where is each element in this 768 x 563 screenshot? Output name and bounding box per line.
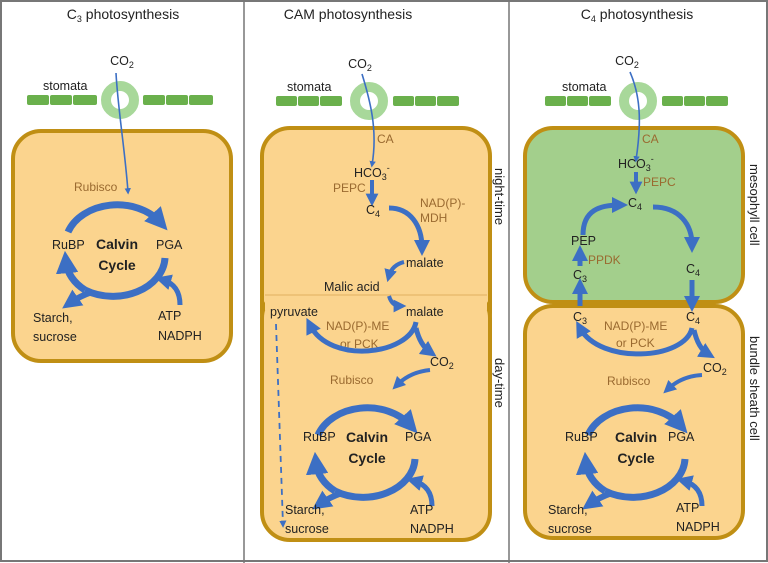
rubp-label: RuBP (52, 238, 85, 252)
night-time-label: night-time (492, 168, 507, 225)
ca-label: CA (377, 132, 394, 146)
acid-to-malate-arrow (387, 295, 407, 313)
panel-title-c3: C3 photosynthesis (67, 6, 179, 24)
nadp-mdh-label-1: NAD(P)- (420, 196, 465, 210)
rubisco-label: Rubisco (607, 374, 651, 388)
co2-to-rubisco-arrow (663, 373, 703, 394)
calvin-cycle-arrows (55, 201, 183, 309)
calvin-label: Calvin (346, 429, 388, 445)
c4-to-c4-arrow (652, 204, 700, 253)
co2-label: CO2 (110, 54, 134, 70)
c4-bs-label: C4 (686, 310, 700, 326)
co2-bs-label: CO2 (703, 361, 727, 377)
rubisco-label: Rubisco (330, 373, 374, 387)
co2-day-label: CO2 (430, 355, 454, 371)
stomata-icon (27, 81, 213, 119)
stomata-label: stomata (43, 79, 88, 93)
co2-arrow (361, 73, 376, 168)
stomata-label: stomata (287, 80, 332, 94)
panel-c4: C4 photosynthesis CO2 stomata CA HCO3- P… (523, 6, 762, 540)
calvin-label: Calvin (615, 429, 657, 445)
cycle-label: Cycle (98, 257, 136, 273)
panel-title-c4: C4 photosynthesis (581, 6, 693, 24)
sucrose-label: sucrose (33, 330, 77, 344)
pga-label: PGA (156, 238, 183, 252)
c4-top-label: C4 (628, 196, 642, 212)
rubp-label: RuBP (303, 430, 336, 444)
calvin-label: Calvin (96, 236, 138, 252)
pyruvate-label: pyruvate (270, 305, 318, 319)
pep-label: PEP (571, 234, 596, 248)
malic-acid-label: Malic acid (324, 280, 380, 294)
sucrose-label: sucrose (548, 522, 592, 536)
atp-label: ATP (676, 501, 699, 515)
decarboxylation-arrow (306, 317, 419, 354)
me-label-2: or PCK (616, 336, 655, 350)
nadp-mdh-label-2: MDH (420, 211, 447, 225)
hco3-label: HCO3- (618, 154, 654, 173)
pepc-label: PEPC (643, 175, 676, 189)
nadph-label: NADPH (676, 520, 720, 534)
rubp-label: RuBP (565, 430, 598, 444)
mesophyll-cell-label: mesophyll cell (747, 164, 762, 246)
pga-label: PGA (405, 430, 432, 444)
calvin-cycle-arrows (575, 404, 705, 510)
co2-to-rubisco-arrow (392, 368, 431, 390)
c4-label: C4 (366, 203, 380, 219)
stomata-icon (276, 82, 459, 120)
rubisco-label: Rubisco (74, 180, 118, 194)
co2-arrow (629, 71, 641, 163)
hco3-label: HCO3- (354, 163, 390, 182)
decarboxylation-arrow (576, 320, 695, 357)
calvin-cycle-arrows (305, 404, 435, 510)
ppdk-label: PPDK (588, 253, 621, 267)
pyruvate-to-starch-arrow (275, 323, 287, 528)
panel-cam: CAM photosynthesis CO2 stomata CA HCO3- … (260, 6, 507, 542)
starch-label: Starch, (548, 503, 588, 517)
co2-arrow (115, 72, 131, 195)
cycle-label: Cycle (617, 450, 655, 466)
stomata-label: stomata (562, 80, 607, 94)
mesophyll-cell (523, 126, 745, 304)
starch-label: Starch, (285, 503, 325, 517)
me-label-2: or PCK (340, 337, 379, 351)
pep-to-c4-arrow (580, 197, 628, 236)
malate-to-acid-arrow (384, 260, 405, 283)
mdh-arrow (388, 205, 430, 256)
panel-c3: C3 photosynthesis CO2 stomata Rubisco Ru… (11, 6, 233, 363)
malate-day-label: malate (406, 305, 444, 319)
pepc-label: PEPC (333, 181, 366, 195)
starch-label: Starch, (33, 311, 73, 325)
me-label-1: NAD(P)-ME (604, 319, 667, 333)
co2-label: CO2 (615, 54, 639, 70)
c4-meso-label: C4 (686, 262, 700, 278)
stomata-icon (545, 82, 728, 120)
c4-to-co2-arrow (691, 329, 715, 359)
me-label-1: NAD(P)-ME (326, 319, 389, 333)
day-time-label: day-time (492, 358, 507, 408)
cycle-label: Cycle (348, 450, 386, 466)
pga-label: PGA (668, 430, 695, 444)
atp-label: ATP (410, 503, 433, 517)
nadph-label: NADPH (410, 522, 454, 536)
sucrose-label: sucrose (285, 522, 329, 536)
atp-label: ATP (158, 309, 181, 323)
malate-to-co2-arrow (413, 327, 437, 357)
panel-title-cam: CAM photosynthesis (284, 6, 412, 22)
co2-label: CO2 (348, 57, 372, 73)
malate-night-label: malate (406, 256, 444, 270)
bundle-sheath-cell-label: bundle sheath cell (747, 336, 762, 441)
ca-label: CA (642, 132, 659, 146)
nadph-label: NADPH (158, 329, 202, 343)
